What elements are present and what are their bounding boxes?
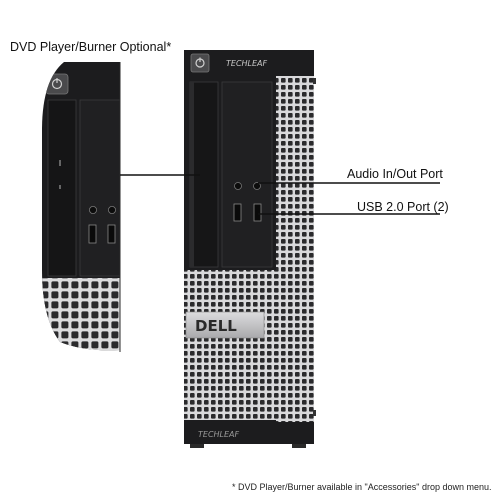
brand-badge <box>185 311 265 339</box>
foot-left <box>190 444 204 448</box>
audio-jack-1 <box>234 182 242 190</box>
power-button <box>190 53 210 73</box>
zoom-detail <box>42 62 120 351</box>
audio-port-callout-label: Audio In/Out Port <box>347 167 443 181</box>
tower-chassis: TECHLEAF DELL TECHLEAF <box>184 50 316 448</box>
dvd-callout-label: DVD Player/Burner Optional* <box>10 40 172 54</box>
audio-jack-2 <box>253 182 261 190</box>
side-mesh-panel <box>276 50 314 422</box>
usb-port-1 <box>233 203 242 222</box>
top-brand-logo: TECHLEAF <box>226 59 268 68</box>
bottom-strip <box>184 422 314 444</box>
zoom-dvd-bay <box>47 99 77 277</box>
front-io-bay <box>221 81 273 268</box>
usb-port-2 <box>253 203 262 222</box>
foot-right <box>292 444 306 448</box>
badge-text: DELL <box>195 317 237 335</box>
optical-drive-bay <box>189 81 219 268</box>
usb-port-callout-label: USB 2.0 Port (2) <box>357 200 449 214</box>
dvd-availability-footnote: * DVD Player/Burner available in "Access… <box>232 482 492 492</box>
front-mesh-grille <box>184 270 276 420</box>
bottom-brand-logo: TECHLEAF <box>198 430 240 439</box>
